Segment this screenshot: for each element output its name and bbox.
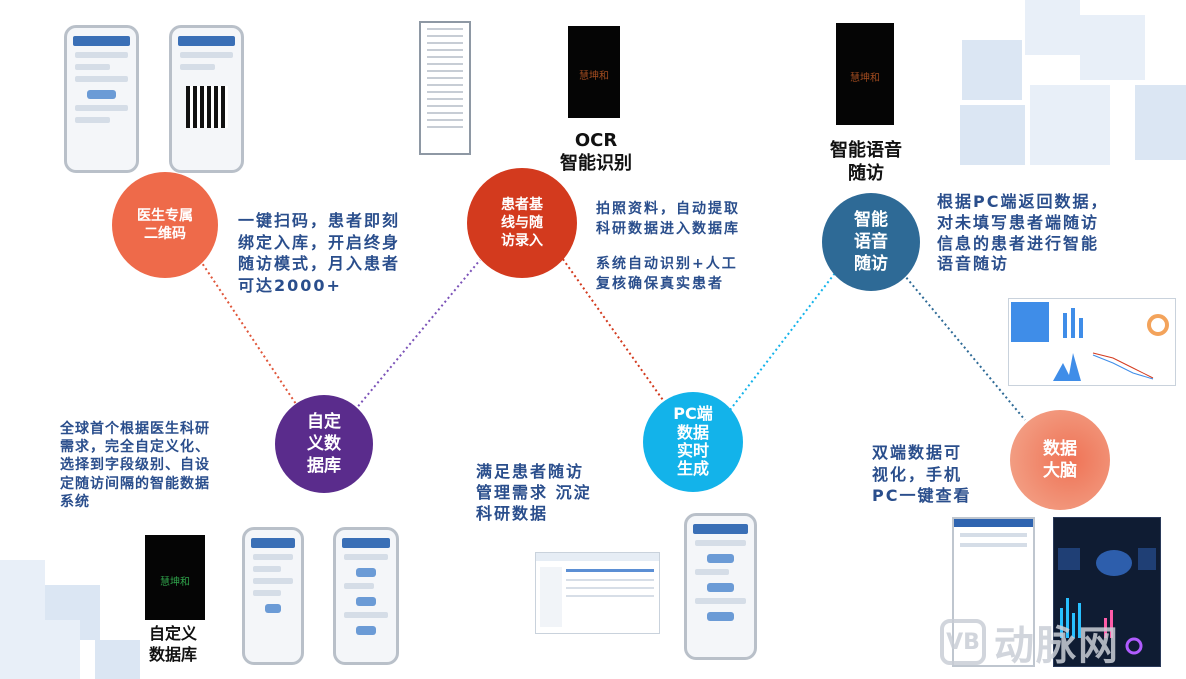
dashboard-charts-thumbnail	[1008, 298, 1176, 386]
node-doctor-qr: 医生专属 二维码	[112, 172, 218, 278]
desc-patient-entry-1: 拍照资料，自动提取 科研数据进入数据库	[596, 201, 740, 237]
logo-text: 慧坤和	[850, 72, 880, 84]
desc-data-brain: 双端数据可 视化，手机 PC一键查看	[872, 443, 972, 506]
phone-screenshot-fields	[333, 527, 399, 665]
bg-square	[1080, 15, 1145, 80]
bg-square	[1025, 0, 1080, 55]
node-patient-entry: 患者基 线与随 访录入	[467, 168, 577, 278]
phone-screenshot-qr	[169, 25, 244, 173]
phone-screenshot-doctor-card	[64, 25, 139, 173]
bg-square	[0, 560, 45, 620]
connector-qr-db	[199, 259, 301, 411]
label-voice: 智能语音 随访	[830, 140, 902, 184]
connector-pc-voice	[729, 259, 846, 411]
bg-square	[960, 105, 1025, 165]
mobile-data-screenshot	[952, 517, 1035, 667]
logo-text: 慧坤和	[579, 71, 609, 83]
bg-square	[0, 620, 80, 679]
ocr-document-thumbnail	[419, 21, 471, 155]
bg-square	[1135, 85, 1186, 160]
watermark-text: 动脉网	[994, 623, 1120, 669]
label-ocr: OCR 智能识别	[560, 130, 632, 174]
node-pc-realtime: PC端 数据 实时 生成	[643, 392, 743, 492]
logo-text: 慧坤和	[160, 577, 190, 589]
desc-doctor-qr: 一键扫码，患者即刻 绑定入库，开启终身 随访模式，月入患者 可达2000+	[238, 211, 401, 295]
custom-db-logo-box: 慧坤和	[145, 535, 205, 620]
ocr-logo-box: 慧坤和	[568, 26, 620, 118]
label-custom-db: 自定义 数据库	[148, 624, 197, 664]
watermark-logo: VB 动脉网	[940, 610, 1180, 674]
node-custom-db: 自定 义数 据库	[275, 395, 373, 493]
bg-square	[95, 640, 140, 679]
qr-code-icon	[186, 86, 228, 128]
node-voice-followup: 智能 语音 随访	[822, 193, 920, 291]
node-data-brain: 数据 大脑	[1010, 410, 1110, 510]
data-brain-dashboard-screenshot	[1053, 517, 1161, 667]
phone-screenshot-followup	[684, 513, 757, 660]
desc-patient-entry-2: 系统自动识别+人工 复核确保真实患者	[596, 256, 738, 292]
desc-custom-db: 全球首个根据医生科研 需求，完全自定义化、 选择到字段级别、自设 定随访间隔的智…	[60, 421, 210, 510]
desc-pc-realtime: 满足患者随访 管理需求 沉淀 科研数据	[476, 462, 592, 523]
desc-voice-followup: 根据PC端返回数据， 对未填写患者端随访 信息的患者进行智能 语音随访	[937, 192, 1109, 274]
connector-voice-brain	[899, 269, 1026, 421]
pc-table-screenshot	[535, 552, 660, 634]
bg-square	[1030, 85, 1110, 165]
watermark-badge-icon: VB	[940, 619, 986, 665]
phone-screenshot-form	[242, 527, 304, 665]
voice-logo-box: 慧坤和	[836, 23, 894, 125]
connector-entry-pc	[559, 254, 671, 411]
bg-square	[962, 40, 1022, 100]
